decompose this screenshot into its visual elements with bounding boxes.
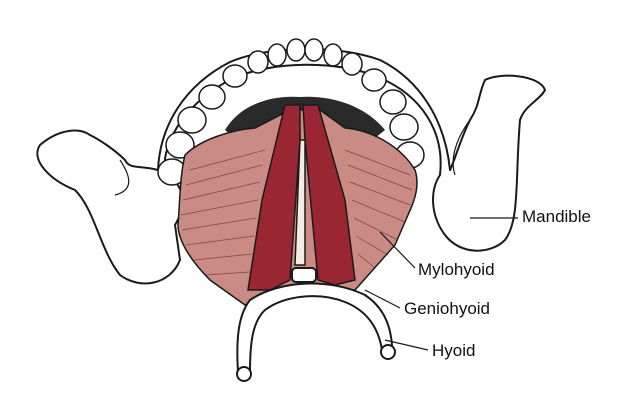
label-mylohyoid: Mylohyoid (418, 260, 495, 279)
muscle-fibers (180, 149, 413, 276)
geniohyoid-muscle (247, 104, 356, 291)
leader-lines (364, 217, 518, 351)
label-geniohyoid: Geniohyoid (404, 299, 491, 318)
label-mandible: Mandible (522, 207, 591, 226)
label-hyoid: Hyoid (432, 341, 476, 360)
teeth (157, 38, 425, 186)
hyoid-bone (236, 267, 396, 382)
